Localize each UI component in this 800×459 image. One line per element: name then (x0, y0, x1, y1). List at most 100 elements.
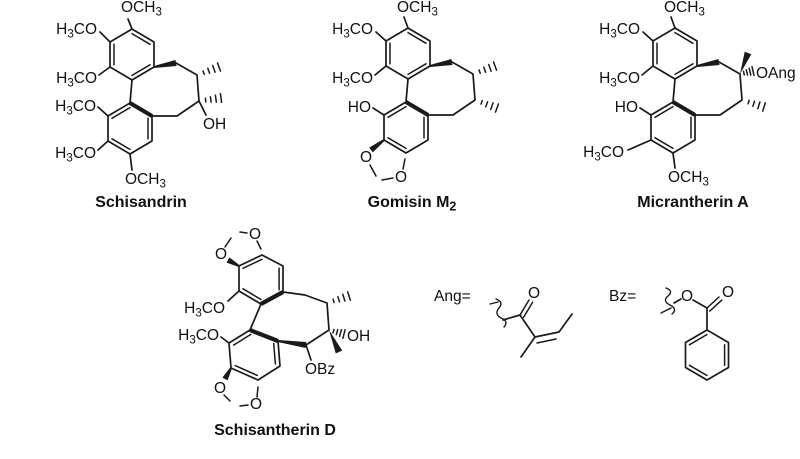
substituent-bonds (97, 18, 207, 171)
label-bz-equals: Bz= (609, 288, 636, 305)
wedge-shape (153, 60, 177, 68)
hashed-methyl-bond (747, 99, 767, 112)
hash-tick (335, 328, 339, 336)
aromatic-inner-bond (688, 364, 708, 377)
label-h3co: H3CO (55, 98, 96, 118)
hash-tick (209, 96, 212, 103)
bold-ring-edge (128, 101, 154, 118)
wedge-shape (222, 367, 232, 381)
hash-tick (489, 102, 494, 111)
attachment-squiggle (660, 287, 676, 315)
benzene-ring-top (385, 27, 431, 80)
hash-tick (202, 70, 205, 76)
bold-bond (277, 340, 307, 348)
hash-tick (216, 62, 222, 72)
label-ho: HO (348, 99, 371, 116)
hash-tick (342, 293, 346, 302)
aromatic-inner-bond (242, 288, 262, 301)
label-och3-top: OCH3 (121, 0, 162, 19)
benzoyl-bonds (673, 298, 708, 331)
bold-ring-edge (404, 100, 430, 117)
label-carbonyl-o: O (722, 284, 734, 301)
hash-tick (219, 92, 223, 104)
aromatic-inner-bond (131, 64, 151, 77)
wedge-methyl-bond (329, 330, 343, 354)
label-ester-o: O (681, 288, 693, 305)
label-h3co: H3CO (583, 144, 624, 164)
label-och3-top: OCH3 (397, 0, 438, 19)
label-ho: HO (615, 99, 638, 116)
hash-tick (748, 67, 752, 76)
structure-schisantherin-d: O O O O H3CO H3CO OH OBz Schisantherin D (178, 226, 370, 439)
label-carbonyl-o: O (528, 285, 540, 302)
label-oang: OAng (756, 65, 796, 82)
hash-tick (761, 102, 767, 112)
hash-tick (338, 328, 343, 338)
aromatic-inner-bond (407, 31, 427, 45)
bold-bond (429, 59, 453, 67)
hash-tick (487, 63, 492, 72)
aromatic-inner-bond (111, 106, 131, 120)
hash-tick (757, 101, 761, 110)
substituent-bonds (627, 16, 676, 169)
compound-name-schisantherin-d: Schisantherin D (214, 422, 336, 439)
label-ang-equals: Ang= (434, 288, 471, 305)
hash-tick (214, 94, 218, 103)
bold-bond-dioxole (369, 139, 385, 153)
label-h3co: H3CO (599, 21, 640, 41)
aromatic-inner-bond (674, 63, 694, 76)
wedge-shape (369, 139, 385, 153)
hash-tick (483, 66, 487, 73)
bold-bond (153, 60, 177, 68)
label-h3co: H3CO (178, 327, 219, 347)
label-och3-bottom: OCH3 (668, 169, 709, 189)
wedge-shape (429, 59, 453, 67)
bold-bond-dioxole (226, 257, 240, 267)
label-oh: OH (203, 116, 226, 133)
double-bond-lines (519, 299, 557, 344)
attachment-squiggle (489, 298, 507, 328)
label-h3co: H3CO (56, 21, 97, 41)
aromatic-inner-bond (387, 105, 407, 119)
bold-bond (696, 59, 720, 67)
hash-tick (751, 65, 755, 77)
label-obz: OBz (305, 361, 335, 378)
structure-micrantherin-a: OCH3 H3CO H3CO HO H3CO OCH3 OAng Micrant… (583, 0, 796, 211)
hash-tick (342, 328, 346, 340)
label-h3co: H3CO (599, 70, 640, 90)
label-o-dioxole: O (215, 246, 227, 263)
structure-gomisin-m2: OCH3 H3CO H3CO HO O O Gomisin M2 (332, 0, 500, 214)
hash-tick (332, 328, 335, 334)
bold-ring-edge (671, 100, 697, 117)
cyclooctane-bonds (249, 291, 330, 346)
hash-tick (492, 61, 498, 71)
aromatic-inner-bond (407, 63, 427, 76)
bold-ring-edge (259, 290, 285, 306)
hash-tick (346, 291, 352, 301)
angeloyl-fragment: Ang= O (434, 285, 573, 358)
label-h3co: H3CO (56, 70, 97, 90)
aromatic-inner-bond (688, 333, 708, 346)
aromatic-inner-bond (111, 138, 131, 151)
wedge-shape (277, 340, 307, 348)
label-h3co: H3CO (332, 21, 373, 41)
hash-tick (478, 69, 481, 75)
hash-tick (207, 67, 211, 74)
wedge-shape (226, 257, 240, 267)
substituent-bonds (220, 290, 312, 361)
hash-tick (337, 295, 341, 303)
aromatic-inner-bond (387, 137, 407, 150)
benzoyl-fragment: Bz= O O (609, 284, 734, 381)
bold-bond-dioxole (222, 367, 232, 381)
label-o-dioxole: O (250, 396, 262, 413)
label-h3co: H3CO (332, 70, 373, 90)
hash-tick (747, 99, 750, 105)
label-h3co: H3CO (55, 145, 96, 165)
benzene-ring-top (652, 27, 698, 80)
aromatic-inner-bond (232, 333, 252, 346)
hashed-methyl-bond (478, 61, 498, 75)
methylenedioxy-bonds (369, 158, 406, 181)
angeloyl-bonds (502, 313, 573, 358)
compound-name-micrantherin-a: Micrantherin A (637, 194, 749, 211)
